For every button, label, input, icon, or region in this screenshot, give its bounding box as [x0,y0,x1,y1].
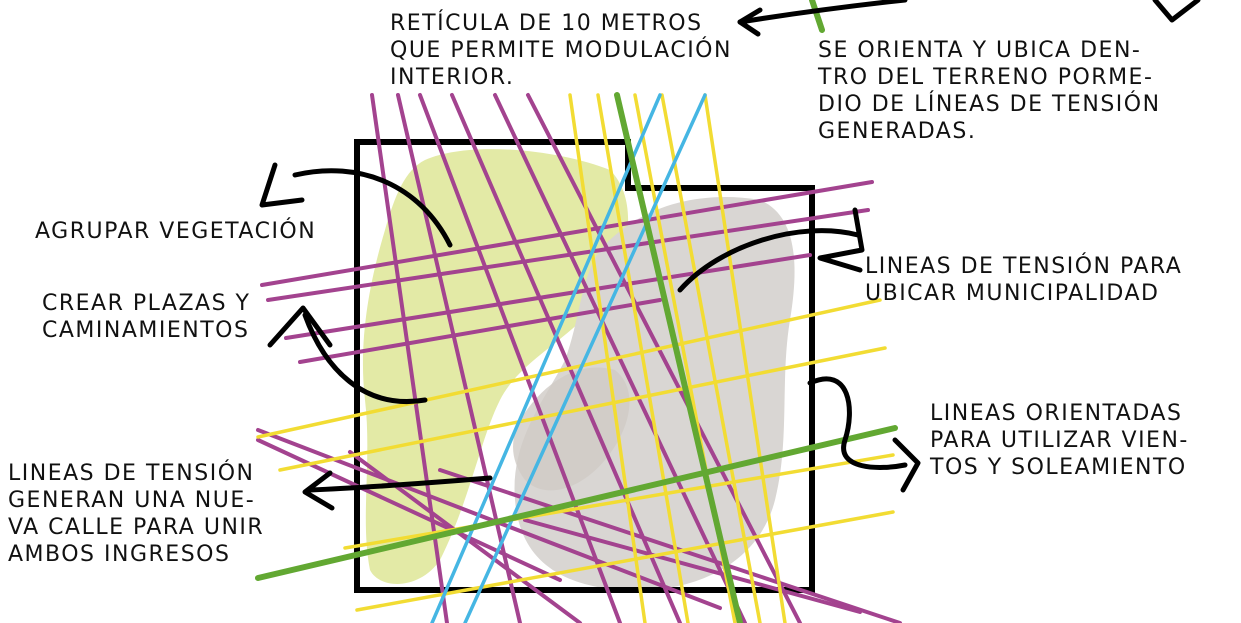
orientation-arrowhead-icon [1152,0,1201,23]
winds-annotation-line: PARA UTILIZAR VIEN- [930,428,1189,453]
vegetation-arrowhead-icon [259,162,305,208]
municipality-arrow-icon [677,228,861,293]
grid-annotation: RETÍCULA DE 10 METROS QUE PERMITE MODULA… [390,10,732,91]
winds-arrowhead-icon [892,437,921,493]
vegetation-annotation-line: AGRUPAR VEGETACIÓN [35,219,317,244]
winds-annotation-line: LINEAS ORIENTADAS [930,401,1183,426]
street-annotation-line: LINEAS DE TENSIÓN [8,461,255,486]
orientation-annotation: SE ORIENTA Y UBICA DEN- TRO DEL TERRENO … [818,37,1161,145]
winds-arrow-icon [807,376,908,470]
street-annotation-line: GENERAN UNA NUE- [8,488,256,513]
blue-lines [430,93,707,623]
grid-label-arrowhead-icon [737,7,763,37]
built-zone-shadow [513,367,630,491]
orientation-annotation-line: SE ORIENTA Y UBICA DEN- [818,38,1142,63]
vegetation-annotation: AGRUPAR VEGETACIÓN [35,218,316,245]
grid-annotation-line: INTERIOR. [390,65,515,90]
plazas-arrow-icon [302,312,428,404]
grid-annotation-line: RETÍCULA DE 10 METROS [390,11,703,36]
vegetation-arrow-icon [292,168,453,248]
municipality-annotation-line: LINEAS DE TENSIÓN PARA [865,254,1183,279]
plazas-arrowhead-icon [267,305,333,348]
grid-label-arrow-icon [737,0,908,25]
plazas-annotation-line: CREAR PLAZAS Y [42,291,251,316]
municipality-bracket-icon [817,207,865,273]
orientation-annotation-line: DIO DE LÍNEAS DE TENSIÓN [818,92,1161,117]
street-arrow-icon [307,475,493,493]
street-annotation: LINEAS DE TENSIÓN GENERAN UNA NUE- VA CA… [8,460,264,568]
street-arrowhead-icon [302,470,335,511]
grid-annotation-line: QUE PERMITE MODULACIÓN [390,38,732,63]
winds-annotation: LINEAS ORIENTADAS PARA UTILIZAR VIEN- TO… [930,400,1189,481]
winds-annotation-line: TOS Y SOLEAMIENTO [930,455,1187,480]
municipality-annotation: LINEAS DE TENSIÓN PARA UBICAR MUNICIPALI… [865,253,1182,307]
plazas-annotation: CREAR PLAZAS Y CAMINAMIENTOS [42,290,250,344]
orientation-annotation-line: TRO DEL TERRENO PORME- [818,65,1154,90]
street-annotation-line: AMBOS INGRESOS [8,542,231,567]
annotation-arrows [259,0,1201,511]
orientation-annotation-line: GENERADAS. [818,119,977,144]
street-lines [255,0,898,623]
street-annotation-line: VA CALLE PARA UNIR [8,515,265,540]
plazas-annotation-line: CAMINAMIENTOS [42,318,250,343]
municipality-annotation-line: UBICAR MUNICIPALIDAD [865,281,1160,306]
